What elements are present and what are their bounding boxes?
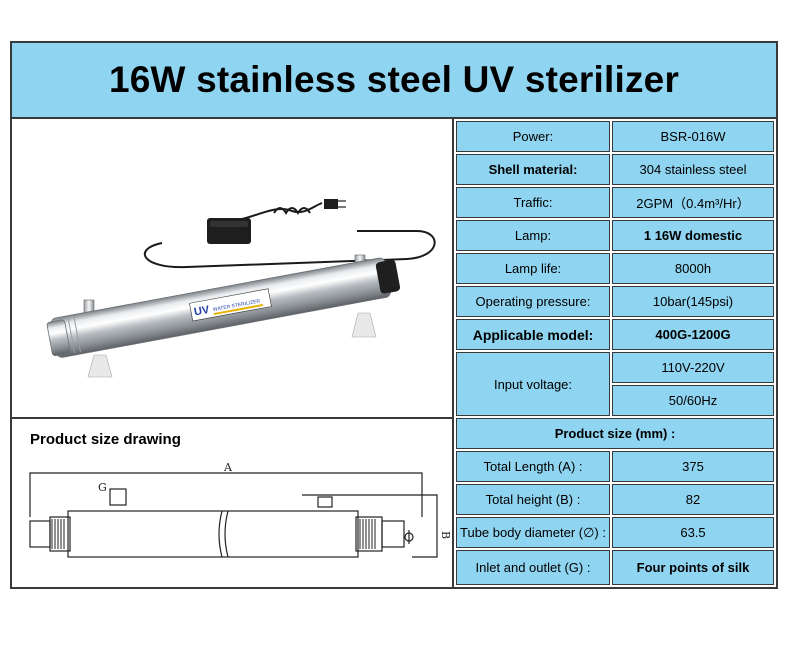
size-row-inlet: Inlet and outlet (G) : Four points of si… bbox=[454, 550, 776, 585]
spec-label: Applicable model: bbox=[456, 319, 610, 350]
spec-value: 110V-220V bbox=[612, 352, 774, 383]
spec-sheet: 16W stainless steel UV sterilizer bbox=[10, 41, 778, 589]
size-label: Inlet and outlet (G) : bbox=[456, 550, 610, 585]
spec-label: Operating pressure: bbox=[456, 286, 610, 317]
size-value: 82 bbox=[612, 484, 774, 515]
page-title: 16W stainless steel UV sterilizer bbox=[108, 59, 680, 100]
size-value: Four points of silk bbox=[612, 550, 774, 585]
drawing-title: Product size drawing bbox=[30, 431, 181, 448]
size-header-row: Product size (mm) : bbox=[454, 418, 776, 449]
spec-row-lamp: Lamp: 1 16W domestic bbox=[454, 220, 776, 251]
spec-label: Lamp life: bbox=[456, 253, 610, 284]
spec-label: Input voltage: bbox=[456, 352, 610, 416]
title-bar: 16W stainless steel UV sterilizer bbox=[12, 43, 776, 119]
spec-row-shell: Shell material: 304 stainless steel bbox=[454, 154, 776, 185]
spec-value: 8000h bbox=[612, 253, 774, 284]
size-label: Tube body diameter (∅) : bbox=[456, 517, 610, 548]
spec-row-traffic: Traffic: 2GPM（0.4m³/Hr） bbox=[454, 187, 776, 218]
size-row-length: Total Length (A) : 375 bbox=[454, 451, 776, 482]
dimension-b-label: B bbox=[439, 531, 452, 539]
spec-value: 50/60Hz bbox=[612, 385, 774, 416]
spec-value: 400G-1200G bbox=[612, 319, 774, 350]
dimension-a-label: A bbox=[223, 461, 233, 474]
spec-value: BSR-016W bbox=[612, 121, 774, 152]
size-value: 375 bbox=[612, 451, 774, 482]
spec-row-power: Power: BSR-016W bbox=[454, 121, 776, 152]
uv-sterilizer-image: UV WATER STERILIZER bbox=[46, 199, 436, 378]
product-photo: UV WATER STERILIZER bbox=[12, 119, 454, 419]
spec-label: Shell material: bbox=[456, 154, 610, 185]
dimension-g-label: G bbox=[98, 481, 107, 494]
spec-row-pressure: Operating pressure: 10bar(145psi) bbox=[454, 286, 776, 317]
size-header: Product size (mm) : bbox=[456, 418, 774, 449]
spec-value: 2GPM（0.4m³/Hr） bbox=[612, 187, 774, 218]
size-value: 63.5 bbox=[612, 517, 774, 548]
spec-row-lamp-life: Lamp life: 8000h bbox=[454, 253, 776, 284]
spec-label: Lamp: bbox=[456, 220, 610, 251]
label-brand: UV bbox=[193, 304, 211, 319]
size-row-diameter: Tube body diameter (∅) : 63.5 bbox=[454, 517, 776, 548]
size-label: Total height (B) : bbox=[456, 484, 610, 515]
technical-drawing: A G B bbox=[29, 461, 452, 558]
spec-label: Traffic: bbox=[456, 187, 610, 218]
spec-value: 1 16W domestic bbox=[612, 220, 774, 251]
spec-row-model: Applicable model: 400G-1200G bbox=[454, 319, 776, 350]
spec-value: 10bar(145psi) bbox=[612, 286, 774, 317]
spec-value: 304 stainless steel bbox=[612, 154, 774, 185]
product-size-drawing: Product size drawing bbox=[12, 419, 454, 587]
spec-row-voltage: Input voltage: 110V-220V 50/60Hz bbox=[454, 352, 776, 416]
spec-label: Power: bbox=[456, 121, 610, 152]
spec-table: Power: BSR-016W Shell material: 304 stai… bbox=[454, 119, 776, 587]
size-label: Total Length (A) : bbox=[456, 451, 610, 482]
size-row-height: Total height (B) : 82 bbox=[454, 484, 776, 515]
